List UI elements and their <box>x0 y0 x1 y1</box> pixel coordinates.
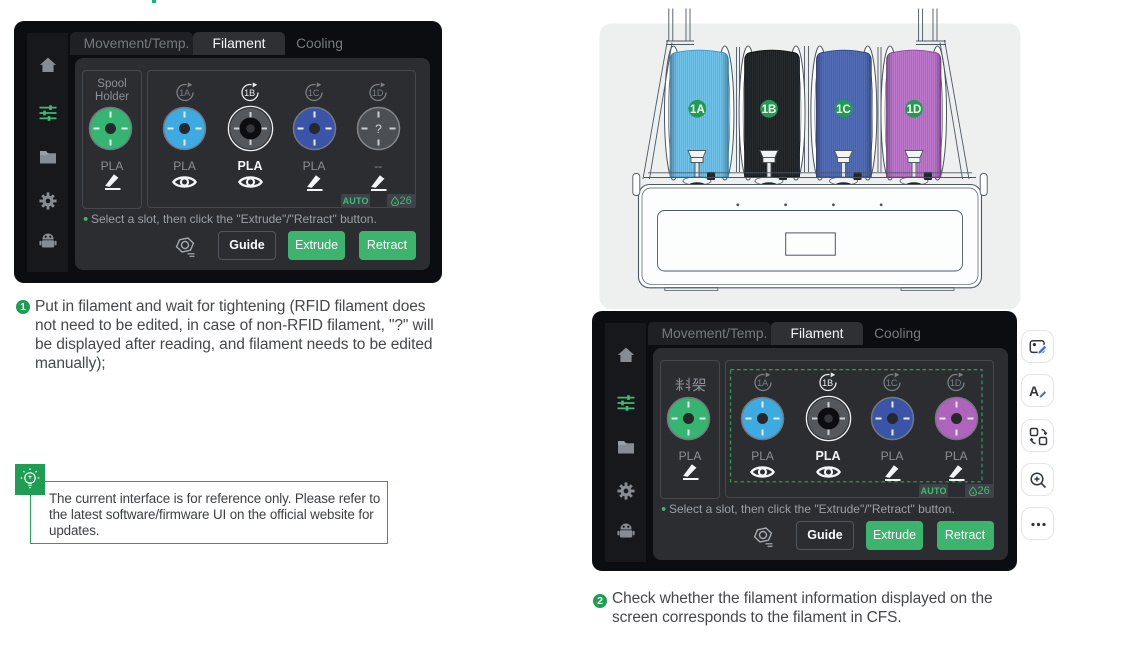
svg-text:1C: 1C <box>886 378 898 388</box>
svg-text:A: A <box>1029 383 1039 399</box>
svg-text:1A: 1A <box>757 378 768 388</box>
svg-text:1B: 1B <box>244 88 255 98</box>
svg-text:1A: 1A <box>690 104 705 116</box>
svg-text:1A: 1A <box>179 88 190 98</box>
svg-text:1D: 1D <box>907 104 922 116</box>
svg-text:1D: 1D <box>372 88 384 98</box>
svg-text:1D: 1D <box>950 378 962 388</box>
svg-text:1C: 1C <box>836 104 851 116</box>
svg-text:1C: 1C <box>308 88 320 98</box>
svg-text:?: ? <box>375 122 382 136</box>
svg-text:1B: 1B <box>762 104 777 116</box>
svg-text:1B: 1B <box>822 378 833 388</box>
